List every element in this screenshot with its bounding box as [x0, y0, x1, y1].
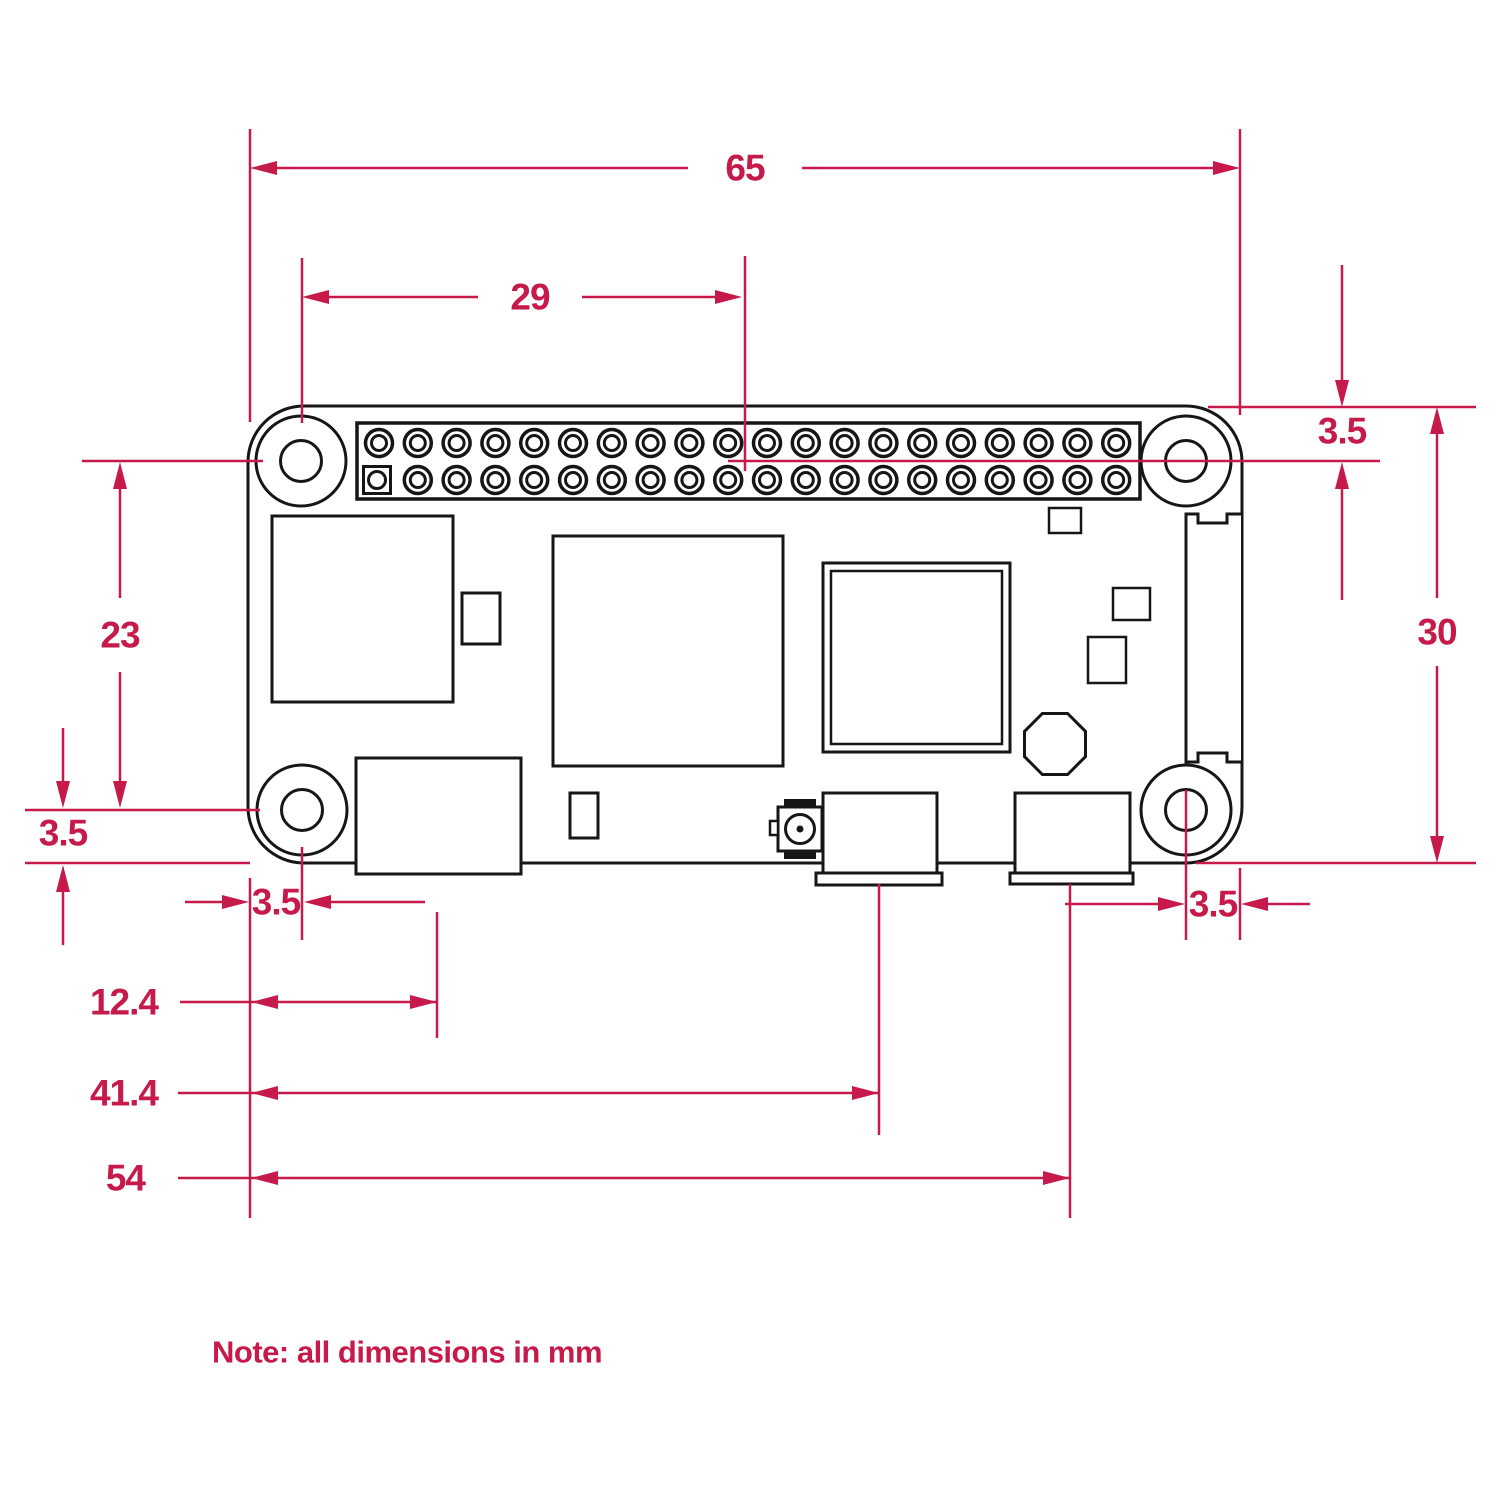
gpio-pin-hole	[1107, 471, 1126, 489]
gpio-pin-hole	[486, 434, 505, 452]
dim-label-hdmi-center: 12.4	[90, 982, 159, 1023]
dim-label-hole-offset-top: 3.5	[1318, 411, 1367, 452]
gpio-pin-hole	[835, 434, 854, 452]
hdmi-connector	[354, 756, 523, 876]
gpio-pin-hole	[525, 434, 544, 452]
soc-chip	[551, 534, 785, 768]
gpio-pin-hole	[796, 434, 815, 452]
ram-chip	[821, 561, 1012, 754]
usb-connector	[814, 791, 944, 887]
gpio-pin-hole	[1029, 434, 1048, 452]
dim-label-hole-offset-left: 3.5	[252, 882, 301, 923]
small-component-3	[1086, 635, 1128, 685]
dim-label-overall-height: 30	[1417, 612, 1457, 653]
gpio-pin-hole	[990, 471, 1009, 489]
gpio-pin-hole	[990, 434, 1009, 452]
gpio-pin-hole	[525, 471, 544, 489]
sd-card-detect-component	[460, 591, 502, 646]
gpio-pin-hole	[1029, 471, 1048, 489]
small-component-2	[1111, 586, 1152, 622]
gpio-pin-hole	[602, 471, 621, 489]
gpio-pin-hole	[835, 471, 854, 489]
gpio-pin-hole	[1068, 434, 1087, 452]
dim-label-gpio-center: 29	[510, 277, 550, 318]
gpio-pin-hole	[1068, 471, 1087, 489]
dimension-arrowheads	[56, 161, 1444, 1185]
gpio-pin-hole	[641, 434, 660, 452]
gpio-pin-hole	[370, 434, 388, 452]
camera-connector	[1184, 512, 1241, 764]
gpio-pin-hole	[874, 471, 893, 489]
small-component-1	[1047, 506, 1083, 535]
gpio-pin-hole	[408, 434, 427, 452]
gpio-pin-hole	[719, 471, 738, 489]
gpio-pin-hole	[874, 434, 893, 452]
gpio-pin-hole	[796, 471, 815, 489]
gpio-pin-hole	[602, 434, 621, 452]
gpio-pin-hole	[447, 471, 466, 489]
dim-label-power-center: 54	[106, 1158, 147, 1199]
gpio-pin-hole	[408, 471, 427, 489]
dim-label-usb-center: 41.4	[90, 1073, 159, 1114]
gpio-pin-hole	[719, 434, 738, 452]
dim-label-hole-offset-bottom: 3.5	[39, 813, 88, 854]
gpio-pin-grid	[363, 427, 1132, 496]
antenna-connector	[768, 799, 824, 859]
gpio-pin-1-square	[362, 465, 392, 495]
sd-card-slot	[270, 514, 455, 704]
dim-label-hole-pitch: 23	[100, 615, 140, 656]
gpio-pin-hole	[680, 434, 699, 452]
gpio-pin-hole	[913, 434, 932, 452]
note-text: Note: all dimensions in mm	[212, 1335, 602, 1370]
gpio-pin-hole	[564, 471, 582, 489]
gpio-pin-hole	[758, 434, 776, 452]
pmic-octagon	[1023, 712, 1087, 776]
gpio-pin-hole	[641, 471, 660, 489]
gpio-pin-hole	[952, 471, 970, 489]
gpio-pin-hole	[447, 434, 466, 452]
dim-label-hole-offset-right: 3.5	[1189, 884, 1238, 925]
gpio-pin-hole	[680, 471, 699, 489]
power-connector	[1008, 791, 1135, 886]
gpio-pin-hole	[913, 471, 932, 489]
gpio-pin-hole	[1107, 434, 1126, 452]
dimension-lines	[61, 166, 1439, 1180]
board-geometry	[246, 404, 1244, 887]
gpio-pin-hole	[758, 471, 776, 489]
gpio-pin-hole	[952, 434, 970, 452]
gpio-pin-hole	[564, 434, 582, 452]
small-component-4	[568, 791, 600, 840]
gpio-pin-hole	[486, 471, 505, 489]
dim-label-overall-width: 65	[725, 148, 765, 189]
